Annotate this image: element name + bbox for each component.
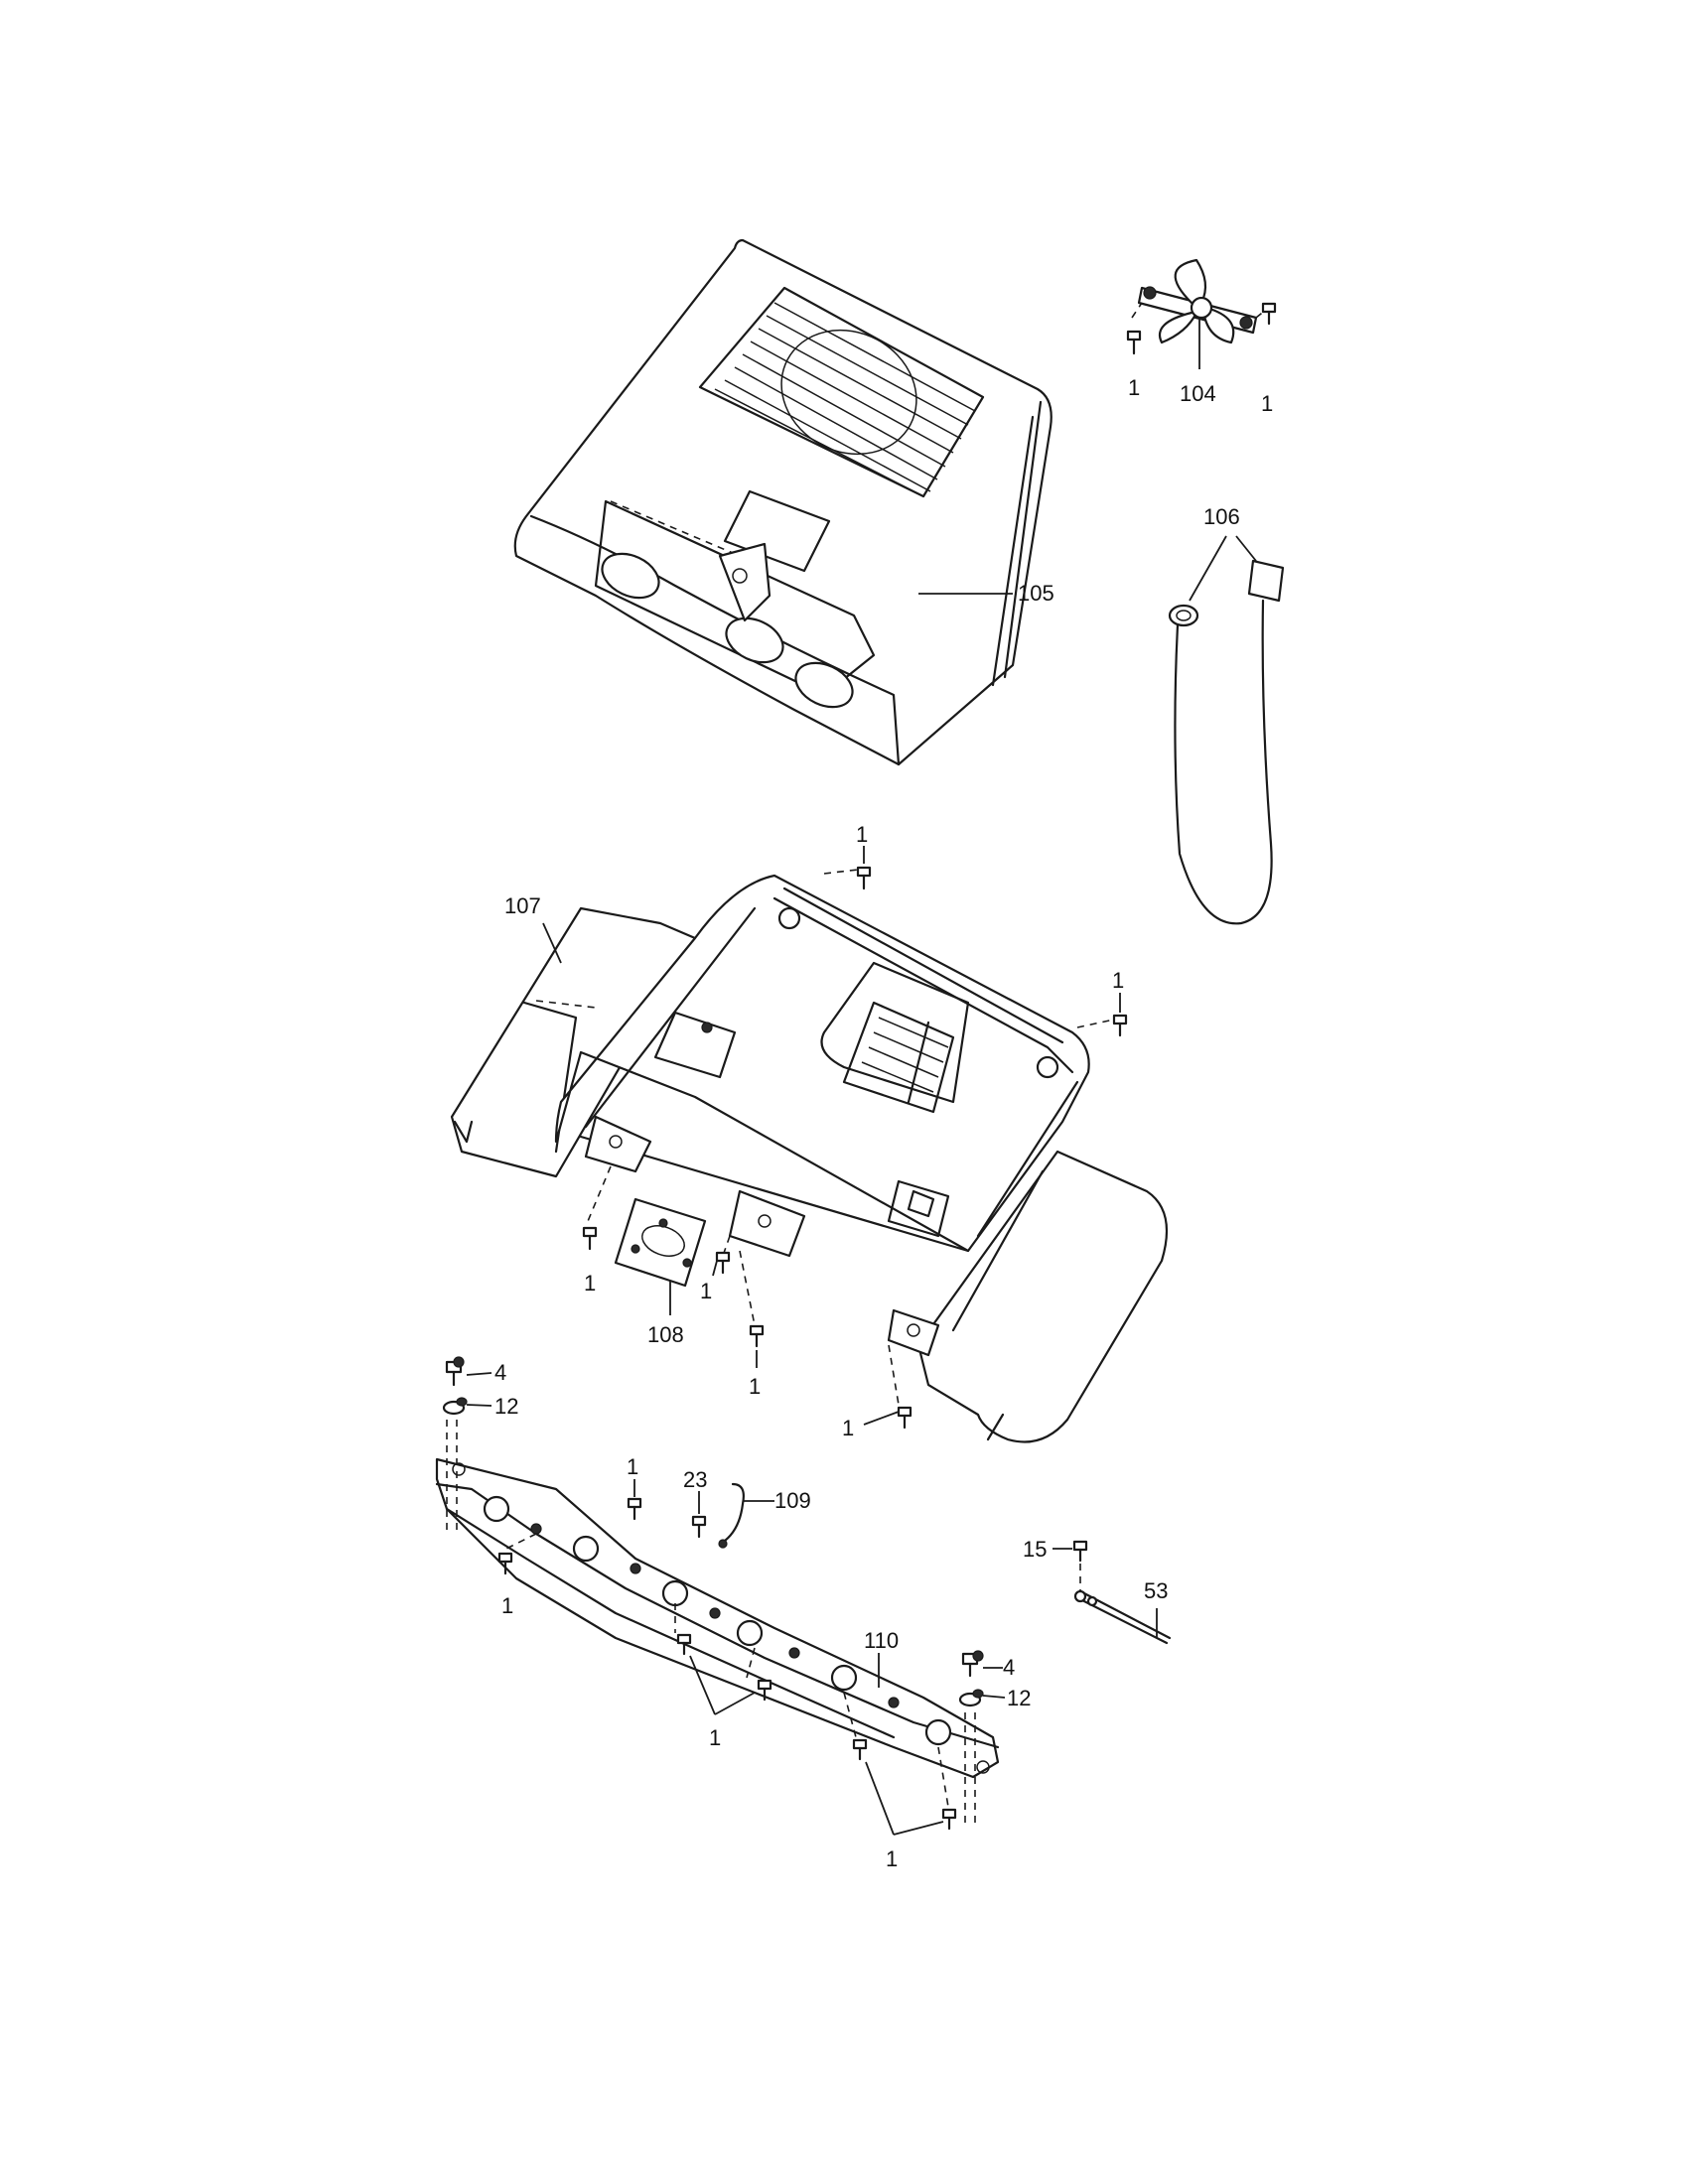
lower-screw-mid [749, 1324, 765, 1348]
mounting-bracket [614, 1197, 707, 1288]
hood-grille [698, 286, 985, 498]
callout-rail-screw-left: 1 [501, 1593, 513, 1618]
base-top-screw [856, 866, 872, 890]
callout-washer-right: 12 [1007, 1686, 1031, 1710]
rod [1073, 1589, 1172, 1645]
rail-washer-right [958, 1689, 984, 1707]
rail-screw-mid-a [676, 1633, 692, 1656]
rail-screw-right-b [941, 1808, 957, 1831]
fan-screw-right [1261, 302, 1277, 326]
callout-wire-clip: 109 [774, 1488, 811, 1513]
callout-bracket-screw-left: 1 [584, 1271, 596, 1296]
callout-top-screw: 1 [856, 822, 868, 847]
rail-screw-right-a [852, 1738, 868, 1761]
callout-screw-15: 15 [1023, 1537, 1047, 1562]
rail-bolt-right [961, 1650, 984, 1678]
callout-base: 107 [504, 893, 541, 918]
callout-fan-screw-right: 1 [1261, 391, 1273, 416]
base-cover [450, 874, 1169, 1443]
callout-rail-screws-right: 1 [886, 1846, 898, 1871]
callout-fan: 104 [1180, 381, 1216, 406]
callout-bracket: 108 [647, 1322, 684, 1347]
lower-screw-right [897, 1406, 912, 1430]
fan-screw-left [1126, 330, 1142, 355]
support-rail [435, 1457, 1000, 1779]
callout-bracket-screw-mid: 1 [700, 1279, 712, 1303]
bracket-screw-mid [715, 1251, 731, 1275]
fan-assembly [1137, 258, 1258, 344]
callout-fan-screw-left: 1 [1128, 375, 1140, 400]
callout-wire-harness: 106 [1203, 504, 1240, 529]
callout-hood: 105 [1018, 581, 1054, 606]
bracket-screw-left [582, 1226, 598, 1251]
rail-screw-left [497, 1552, 513, 1575]
callout-washer-left: 12 [494, 1394, 518, 1419]
rail-bolt-left [445, 1356, 465, 1387]
base-right-screw [1112, 1014, 1128, 1037]
wire-harness [1168, 559, 1285, 925]
callout-bolt-right: 4 [1003, 1655, 1015, 1680]
callout-lower-screw-right: 1 [842, 1416, 854, 1440]
base-grille [820, 961, 970, 1114]
callout-right-screw: 1 [1112, 968, 1124, 993]
callout-rail: 110 [864, 1628, 899, 1653]
rail-screw-top [627, 1497, 642, 1521]
callout-rod: 53 [1144, 1578, 1168, 1603]
rail-screw-mid-b [757, 1679, 772, 1702]
callout-lower-screw-mid: 1 [749, 1374, 761, 1399]
clip-screw [691, 1515, 707, 1539]
rail-washer-left [442, 1397, 468, 1416]
hood-label-plate [723, 489, 831, 573]
callout-rail-screw-top: 1 [627, 1454, 638, 1479]
callout-bolt-left: 4 [494, 1360, 506, 1385]
callout-clip-screw: 23 [683, 1467, 707, 1492]
hood-cover [513, 238, 1052, 766]
callout-rail-screws-mid: 1 [709, 1725, 721, 1750]
wire-clip [718, 1482, 745, 1549]
screw-15 [1072, 1540, 1088, 1563]
